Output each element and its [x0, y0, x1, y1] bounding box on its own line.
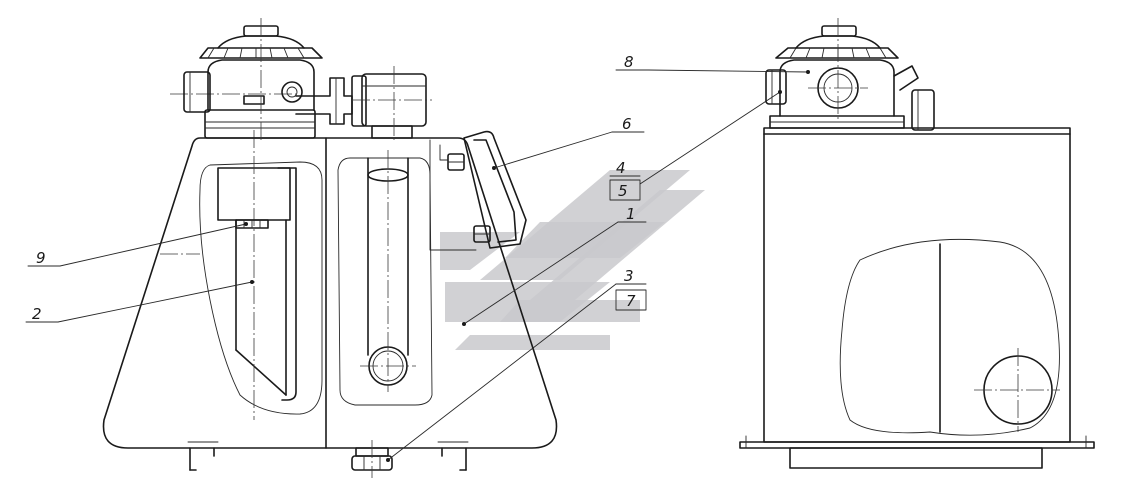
callout-7: 7 — [626, 292, 636, 310]
side-base-skid — [789, 447, 1043, 469]
side-base-plate — [739, 441, 1095, 449]
side-tank-body — [763, 127, 1071, 443]
filter-housing — [217, 130, 297, 420]
leader-lines — [25, 69, 810, 462]
callout-9: 9 — [36, 249, 46, 267]
callout-8: 8 — [624, 53, 634, 71]
callout-2: 2 — [32, 305, 42, 323]
filler-breather-cap — [183, 18, 323, 140]
left-cutaway — [199, 161, 323, 415]
watermark-logo — [440, 170, 705, 350]
level-gauge — [429, 130, 527, 251]
side-view — [739, 18, 1095, 469]
side-cutaway — [839, 238, 1060, 436]
callout-1: 1 — [626, 205, 636, 223]
drain-plug — [351, 440, 393, 478]
right-cutaway — [337, 157, 433, 406]
side-suction-port — [974, 348, 1060, 432]
return-line-fitting — [295, 66, 432, 140]
tank-body-outline — [102, 137, 558, 449]
callout-labels: 1 2 3 4 5 6 7 8 9 — [32, 53, 636, 323]
suction-pipe — [360, 150, 416, 392]
front-view — [102, 18, 558, 478]
side-breather-cap — [765, 18, 935, 131]
callout-5: 5 — [618, 182, 628, 200]
callout-3: 3 — [624, 267, 634, 285]
callout-6: 6 — [622, 115, 632, 133]
callout-4: 4 — [616, 159, 626, 177]
tank-feet — [187, 441, 469, 471]
